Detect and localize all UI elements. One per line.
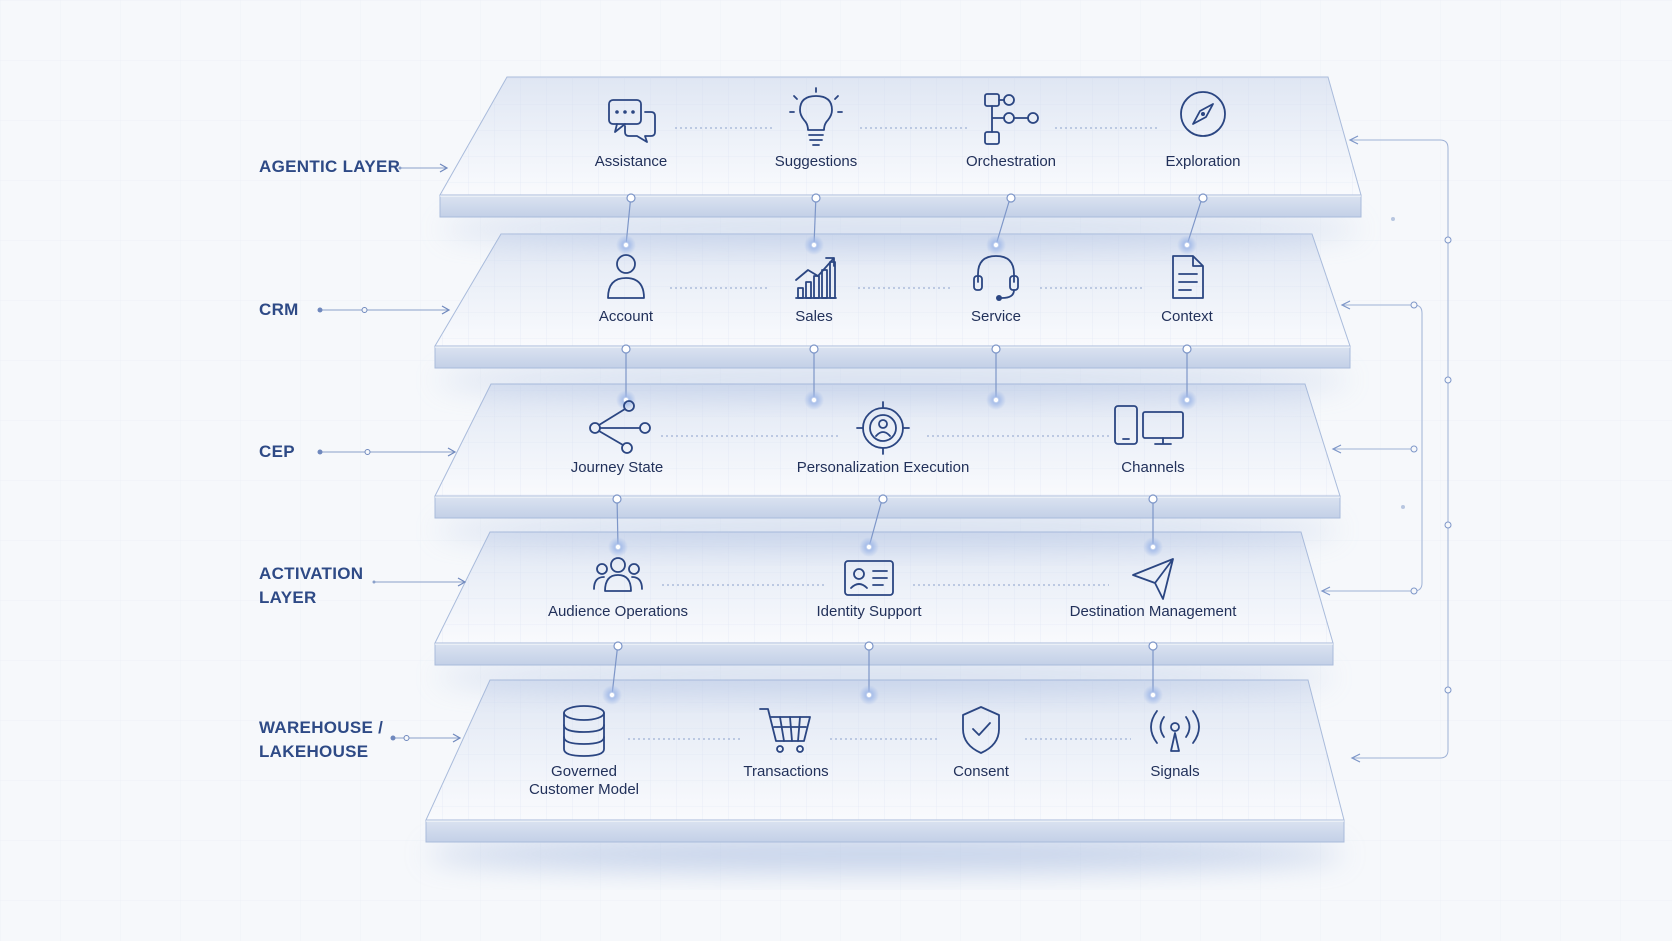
layer-item-label-line: Journey State xyxy=(570,459,664,476)
layer-item-label-line: Channels xyxy=(1121,459,1185,476)
layer-item-label: Signals xyxy=(1150,763,1199,781)
layer-item-label: Channels xyxy=(1121,459,1184,477)
layer-connector xyxy=(986,193,1016,255)
user-icon xyxy=(607,254,645,299)
layer-item-label-line: Account xyxy=(598,308,654,325)
layer-title: WAREHOUSE / LAKEHOUSE xyxy=(259,716,383,764)
chat-bubbles-icon xyxy=(608,99,656,143)
layer-plate-2 xyxy=(434,233,1351,398)
layer-title: CRM xyxy=(259,298,299,322)
layer-pointer-arrow xyxy=(390,733,462,743)
layer-item-label: Service xyxy=(971,308,1021,326)
layer-title-line: ACTIVATION xyxy=(259,564,364,583)
layer-pointer-arrow xyxy=(317,305,451,315)
layer-connector xyxy=(804,193,824,255)
layer-connector xyxy=(616,344,636,410)
layer-item-label: Context xyxy=(1161,308,1213,326)
compass-icon xyxy=(1180,91,1226,137)
layer-item-label: Exploration xyxy=(1165,153,1240,171)
layer-item-label-line: Assistance xyxy=(594,153,668,170)
layer-title-line: WAREHOUSE / xyxy=(259,718,384,737)
layer-pointer-arrow xyxy=(372,577,467,587)
layer-item-label: Account xyxy=(599,308,653,326)
document-icon xyxy=(1172,255,1204,299)
share-nodes-icon xyxy=(589,400,651,454)
layer-item-label-line: Exploration xyxy=(1165,153,1241,170)
layer-title-line: AGENTIC LAYER xyxy=(259,157,401,176)
layer-item-label-line: Personalization Execution xyxy=(796,459,970,476)
layer-connector xyxy=(1177,344,1197,410)
layer-plate-5 xyxy=(425,679,1345,872)
layer-item-label-line: Service xyxy=(970,308,1022,325)
layer-item-label-line: Transactions xyxy=(743,763,829,780)
devices-icon xyxy=(1114,405,1184,445)
layer-item-label-line: Customer Model xyxy=(528,781,640,798)
broadcast-icon xyxy=(1150,710,1200,752)
users-group-icon xyxy=(593,557,643,592)
layer-connector xyxy=(616,193,636,255)
layer-pointer-arrow xyxy=(398,163,449,173)
layer-item-label-line: Consent xyxy=(953,763,1009,780)
id-card-icon xyxy=(844,560,894,596)
layer-item-label: Suggestions xyxy=(775,153,858,171)
layer-item-label: Audience Operations xyxy=(548,603,688,621)
layer-item-label: Consent xyxy=(953,763,1009,781)
layer-title-line: LAYER xyxy=(259,588,317,607)
layer-plate-1 xyxy=(439,76,1362,247)
layer-item-label-line: Identity Support xyxy=(816,603,922,620)
layer-item-label: Transactions xyxy=(743,763,828,781)
layer-item-label-line: Orchestration xyxy=(965,153,1057,170)
layer-pointer-arrow xyxy=(317,447,457,457)
layer-connector xyxy=(1143,641,1163,705)
shopping-cart-icon xyxy=(759,708,811,753)
layer-item-label: Destination Management xyxy=(1070,603,1237,621)
layer-connector xyxy=(608,494,628,557)
paper-plane-icon xyxy=(1132,558,1174,600)
layer-pointer-arrows xyxy=(317,163,467,743)
layer-item-label: Sales xyxy=(795,308,833,326)
lightbulb-icon xyxy=(789,87,843,146)
layer-item-label-line: Governed xyxy=(551,763,617,780)
growth-chart-icon xyxy=(795,257,837,299)
layer-item-label: Assistance xyxy=(595,153,668,171)
layer-item-label-line: Suggestions xyxy=(774,153,858,170)
layer-item-label-line: Signals xyxy=(1150,763,1200,780)
headset-icon xyxy=(973,255,1019,301)
layer-connector xyxy=(804,344,824,410)
layer-title: ACTIVATION LAYER xyxy=(259,562,363,610)
layer-item-label: Journey State xyxy=(571,459,664,477)
workflow-icon xyxy=(984,93,1039,145)
right-feedback-bus xyxy=(1320,135,1452,763)
database-icon xyxy=(563,705,605,757)
layer-item-label: Identity Support xyxy=(816,603,921,621)
layer-item-label-line: Sales xyxy=(795,308,833,325)
layer-item-label-line: Audience Operations xyxy=(547,603,689,620)
layer-connector xyxy=(1177,193,1208,255)
layer-item-label-line: Destination Management xyxy=(1069,603,1237,620)
layer-item-label: Personalization Execution xyxy=(797,459,970,477)
layer-item-label: Orchestration xyxy=(966,153,1056,171)
layer-title-line: CRM xyxy=(259,300,299,319)
layer-item-label-line: Context xyxy=(1161,308,1213,325)
layer-title: CEP xyxy=(259,440,295,464)
layer-connector xyxy=(859,494,888,557)
layer-connector xyxy=(986,344,1006,410)
layer-connector xyxy=(859,641,879,705)
layer-title-line: LAKEHOUSE xyxy=(259,742,369,761)
target-user-icon xyxy=(856,401,910,455)
layer-connector xyxy=(1143,494,1163,557)
layer-plate-4 xyxy=(434,531,1334,695)
shield-check-icon xyxy=(962,706,1000,754)
layer-connector xyxy=(602,641,623,705)
layer-title-line: CEP xyxy=(259,442,295,461)
layer-title: AGENTIC LAYER xyxy=(259,155,400,179)
